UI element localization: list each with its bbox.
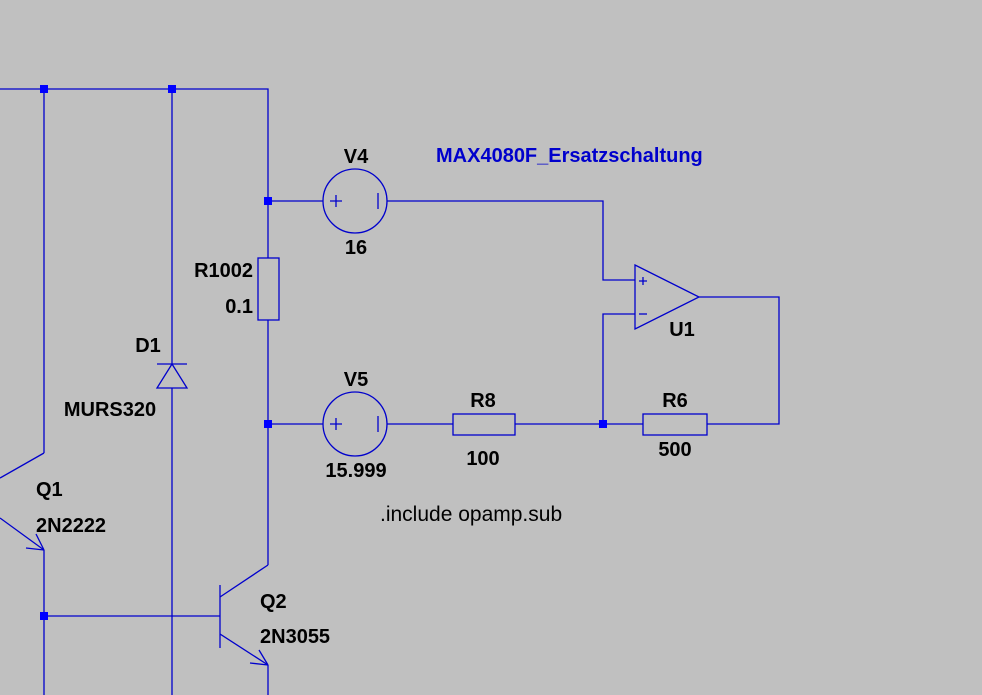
resistor-body [642, 413, 708, 436]
opamp-triangle-icon [634, 263, 701, 331]
junction-dot [264, 197, 272, 205]
r1002-name[interactable]: R1002 [194, 260, 253, 282]
q1-name[interactable]: Q1 [36, 479, 63, 501]
wire-opamp-minus[interactable] [602, 313, 635, 424]
junction-dot [40, 85, 48, 93]
resistor-r1002[interactable]: R1002 0.1 [194, 257, 280, 321]
junctions [40, 85, 607, 620]
voltage-source-v4[interactable]: V4 16 [322, 146, 388, 259]
diode-triangle-icon [155, 362, 189, 389]
q2-emitter-lead [219, 633, 269, 666]
plus-sign-icon [330, 195, 342, 207]
q1-collector-lead [0, 452, 45, 479]
junction-dot [168, 85, 176, 93]
q1-value[interactable]: 2N2222 [36, 515, 106, 537]
spice-directive[interactable]: .include opamp.sub [380, 503, 562, 526]
r6-value[interactable]: 500 [658, 439, 691, 461]
diode-d1[interactable]: D1 MURS320 [64, 335, 189, 421]
q2-emitter-arrow-icon [249, 649, 269, 666]
transistor-q2[interactable]: Q2 2N3055 [219, 564, 330, 666]
junction-dot [40, 612, 48, 620]
voltage-source-v5[interactable]: V5 15.999 [322, 369, 388, 482]
r6-name[interactable]: R6 [662, 390, 688, 412]
resistor-r6[interactable]: R6 500 [642, 390, 708, 461]
v5-name[interactable]: V5 [344, 369, 368, 391]
voltage-source-symbol [322, 391, 388, 457]
wires [0, 88, 780, 695]
d1-name[interactable]: D1 [135, 335, 161, 357]
plus-sign-icon [330, 418, 342, 430]
d1-value[interactable]: MURS320 [64, 399, 156, 421]
q2-collector-lead [219, 564, 269, 598]
v5-value[interactable]: 15.999 [325, 460, 386, 482]
v4-name[interactable]: V4 [344, 146, 369, 168]
q1-emitter-lead [0, 517, 45, 551]
transistor-q1[interactable]: Q1 2N2222 [0, 452, 106, 551]
q1-emitter-arrow-icon [25, 533, 45, 551]
resistor-body [452, 413, 516, 436]
wire-feedback[interactable] [699, 296, 780, 425]
junction-dot [599, 420, 607, 428]
wire-v4-to-opamp-plus[interactable] [387, 200, 635, 281]
q2-name[interactable]: Q2 [260, 591, 287, 613]
plus-sign-icon [639, 277, 647, 285]
schematic-comment[interactable]: MAX4080F_Ersatzschaltung [436, 145, 703, 167]
u1-name[interactable]: U1 [669, 319, 695, 341]
resistor-body [257, 257, 280, 321]
voltage-source-symbol [322, 168, 388, 234]
resistor-r8[interactable]: R8 100 [452, 390, 516, 470]
r1002-value[interactable]: 0.1 [225, 296, 253, 318]
opamp-u1[interactable]: U1 [634, 263, 701, 341]
v4-value[interactable]: 16 [345, 237, 367, 259]
junction-dot [264, 420, 272, 428]
r8-value[interactable]: 100 [466, 448, 499, 470]
wire-top-rail[interactable] [0, 88, 269, 258]
r8-name[interactable]: R8 [470, 390, 496, 412]
q2-value[interactable]: 2N3055 [260, 626, 330, 648]
